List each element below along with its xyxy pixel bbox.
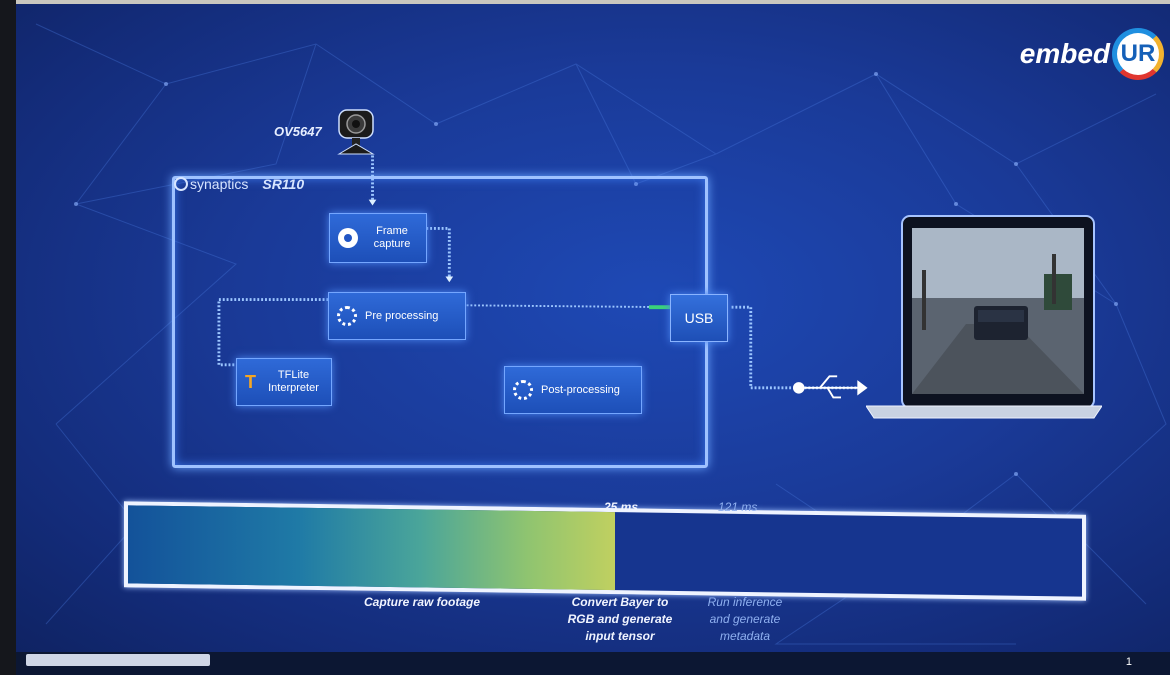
camera-icon xyxy=(337,109,375,155)
footer-strip xyxy=(26,654,210,666)
phase-inference: Run inference and generate metadata xyxy=(707,595,783,643)
usb-label: USB xyxy=(684,310,714,326)
usb-block: USB xyxy=(670,294,728,342)
footer-bar xyxy=(16,652,1170,675)
logo-text: embed xyxy=(1019,38,1110,69)
monitor-bezel-left xyxy=(0,0,16,675)
post-processing-label: Post-processing xyxy=(541,383,620,396)
camera-label: OV5647 xyxy=(274,124,322,139)
logo-mark: UR xyxy=(1112,28,1164,80)
soc-brand-name: synaptics xyxy=(190,176,249,192)
timeline-marker-121ms: 121 ms xyxy=(718,500,758,514)
gear-icon xyxy=(337,306,357,326)
soc-brand: synaptics SR110 xyxy=(174,176,304,192)
pre-processing-block: Pre processing xyxy=(328,292,466,340)
post-processing-block: Post-processing xyxy=(504,366,642,414)
frame-capture-block: Frame capture xyxy=(329,213,427,263)
tensorflow-icon: T xyxy=(245,371,256,392)
timeline-marker-25ms: 25 ms xyxy=(604,500,639,514)
timeline-bar xyxy=(124,501,1086,601)
soc-chip-name: SR110 xyxy=(262,176,305,192)
phase-convert: Convert Bayer to RGB and generate input … xyxy=(567,595,673,643)
timeline-progress-fill xyxy=(128,505,615,591)
tflite-label: TFLite Interpreter xyxy=(268,369,319,394)
synaptics-logo-icon xyxy=(174,177,188,191)
page-number: 1 xyxy=(1125,656,1132,668)
laptop-icon xyxy=(866,215,1102,419)
monitor-bezel-top xyxy=(0,0,1170,6)
logo-mark-text: UR xyxy=(1120,40,1156,67)
phase-capture: Capture raw footage xyxy=(363,595,480,609)
frame-capture-label: Frame capture xyxy=(373,225,411,250)
shutter-icon xyxy=(338,228,358,248)
embedur-logo: embed UR xyxy=(1020,24,1164,84)
pre-processing-label: Pre processing xyxy=(365,309,439,322)
gear-icon xyxy=(513,380,533,400)
tflite-interpreter-block: T TFLite Interpreter xyxy=(236,358,332,406)
